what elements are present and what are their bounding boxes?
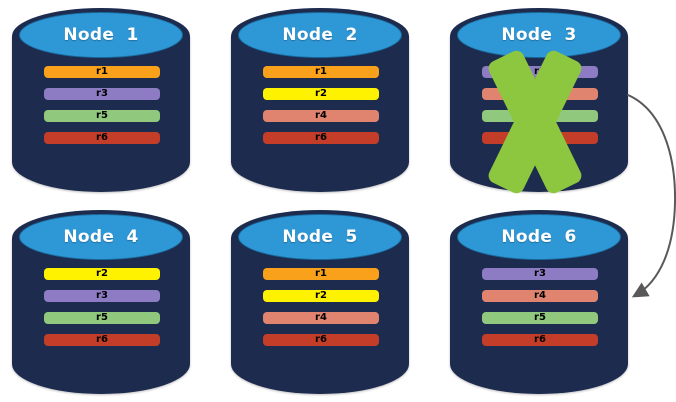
node-title: Node 5 — [282, 227, 358, 247]
node-3: Node 3r3r4r5r6 — [450, 8, 628, 196]
replica-r1: r1 — [263, 66, 379, 78]
replica-list: r3 r4 r5 r6 — [482, 268, 598, 346]
replica-r6: r6 — [482, 334, 598, 346]
replica-list: r1 r2 r4 r6 — [263, 268, 379, 346]
replica-r3: r3 — [44, 290, 160, 302]
node-title: Node 1 — [63, 25, 139, 45]
replica-r3: r3 — [482, 268, 598, 280]
cylinder-cap: Node 1 — [19, 12, 183, 58]
node-title: Node 3 — [501, 25, 577, 45]
replica-r4: r4 — [263, 110, 379, 122]
replica-r3: r3 — [44, 88, 160, 100]
replica-r6: r6 — [263, 132, 379, 144]
replica-r6: r6 — [263, 334, 379, 346]
replica-r4: r4 — [482, 290, 598, 302]
node-title: Node 6 — [501, 227, 577, 247]
node-5: Node 5 r1 r2 r4 r6 — [231, 210, 409, 394]
replica-r5: r5 — [44, 312, 160, 324]
replica-r5: r5 — [482, 312, 598, 324]
cylinder-cap: Node 4 — [19, 214, 183, 260]
node-1: Node 1 r1 r3 r5 r6 — [12, 8, 190, 192]
cylinder-cap: Node 3 — [457, 12, 621, 58]
replica-r1: r1 — [263, 268, 379, 280]
replica-r2: r2 — [263, 88, 379, 100]
node-4: Node 4 r2 r3 r5 r6 — [12, 210, 190, 394]
replica-list: r2 r3 r5 r6 — [44, 268, 160, 346]
node-6: Node 6 r3 r4 r5 r6 — [450, 210, 628, 394]
replica-r5: r5 — [44, 110, 160, 122]
node-title: Node 4 — [63, 227, 139, 247]
cylinder-cap: Node 6 — [457, 214, 621, 260]
replica-r6: r6 — [44, 132, 160, 144]
cylinder-cap: Node 5 — [238, 214, 402, 260]
replica-list: r1 r3 r5 r6 — [44, 66, 160, 144]
replica-r4: r4 — [263, 312, 379, 324]
replica-r2: r2 — [263, 290, 379, 302]
cylinder-cap: Node 2 — [238, 12, 402, 58]
failure-x-icon — [485, 48, 585, 196]
node-title: Node 2 — [282, 25, 358, 45]
replica-list: r1 r2 r4 r6 — [263, 66, 379, 144]
replica-r1: r1 — [44, 66, 160, 78]
node-2: Node 2 r1 r2 r4 r6 — [231, 8, 409, 192]
replica-r6: r6 — [44, 334, 160, 346]
replica-r2: r2 — [44, 268, 160, 280]
